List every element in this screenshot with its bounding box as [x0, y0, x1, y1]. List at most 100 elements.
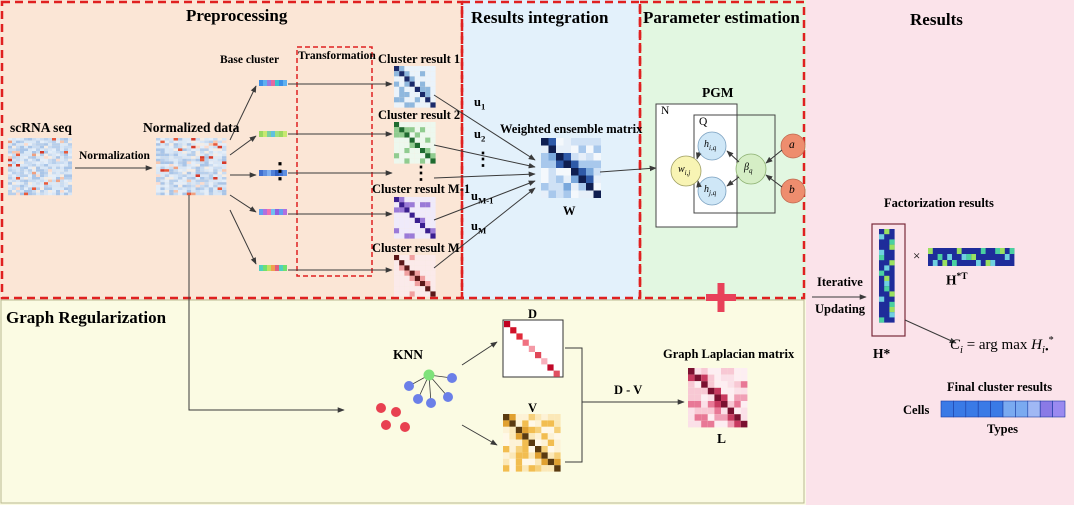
- heatmap-cell: [186, 184, 192, 188]
- matrix-cell: [414, 66, 420, 72]
- preprocessing-panel: [0, 0, 462, 300]
- matrix-cell: [425, 92, 431, 98]
- heatmap-cell: [44, 148, 48, 151]
- heatmap-cell: [68, 174, 72, 177]
- heatmap-cell: [44, 145, 48, 149]
- matrix-cell: [430, 202, 436, 208]
- heatmap-cell: [186, 174, 192, 177]
- heatmap-cell: [160, 190, 165, 193]
- degree-cell: [510, 327, 517, 334]
- heatmap-cell: [44, 177, 48, 180]
- matrix-cell: [399, 270, 405, 276]
- heatmap-cell: [164, 151, 170, 154]
- matrix-cell: [548, 160, 556, 168]
- adjacency-cell: [503, 420, 510, 427]
- section-title-parameter-estimation: Parameter estimation: [643, 8, 800, 27]
- heatmap-cell: [40, 171, 44, 175]
- laplacian-cell: [688, 414, 695, 421]
- h-star-cell: [884, 229, 890, 235]
- heatmap-cell: [28, 156, 32, 159]
- heatmap-cell: [200, 187, 205, 190]
- section-title-preprocessing: Preprocessing: [186, 6, 288, 25]
- heatmap-cell: [217, 182, 222, 185]
- heatmap-cell: [156, 169, 161, 172]
- heatmap-cell: [52, 145, 56, 149]
- heatmap-cell: [213, 148, 218, 151]
- adjacency-cell: [528, 420, 535, 427]
- matrix-cell: [578, 190, 586, 198]
- heatmap-cell: [56, 171, 60, 175]
- adjacency-cell: [522, 458, 529, 466]
- matrix-cell: [399, 127, 405, 133]
- heatmap-cell: [186, 148, 192, 151]
- heatmap-cell: [173, 148, 178, 151]
- heatmap-cell: [8, 184, 12, 188]
- matrix-cell: [399, 92, 405, 98]
- adjacency-cell: [535, 426, 542, 434]
- matrix-cell: [399, 223, 405, 229]
- base-cluster-segment: [279, 131, 283, 137]
- heatmap-cell: [169, 182, 174, 185]
- heatmap-cell: [213, 166, 218, 170]
- heatmap-cell: [169, 156, 174, 159]
- matrix-cell: [409, 127, 415, 133]
- matrix-cell: [399, 212, 405, 218]
- matrix-cell: [414, 223, 420, 229]
- matrix-cell: [593, 145, 601, 153]
- heatmap-cell: [164, 153, 170, 157]
- argmax-formula: Ci = arg max Hi•*: [950, 335, 1054, 356]
- h-star-frame: [871, 223, 906, 337]
- heatmap-cell: [217, 140, 222, 144]
- matrix-cell: [571, 145, 579, 153]
- v-label: V: [528, 401, 538, 415]
- heatmap-cell: [182, 166, 187, 170]
- heatmap-cell: [48, 151, 52, 154]
- heatmap-cell: [8, 161, 12, 164]
- matrix-cell: [563, 160, 571, 168]
- heatmap-cell: [217, 184, 222, 188]
- cell-square: [940, 400, 954, 418]
- heatmap-cell: [52, 156, 56, 159]
- heatmap-cell: [44, 161, 48, 164]
- heatmap-cell: [173, 179, 178, 183]
- matrix-cell: [399, 260, 405, 266]
- matrix-cell: [425, 260, 431, 266]
- heatmap-cell: [182, 161, 187, 164]
- matrix-cell: [425, 71, 431, 77]
- laplacian-cell: [721, 374, 728, 382]
- adjacency-matrix: [503, 414, 561, 472]
- heatmap-cell: [213, 179, 218, 183]
- heatmap-cell: [213, 153, 218, 157]
- heatmap-cell: [200, 169, 205, 172]
- heatmap-cell: [36, 161, 40, 164]
- adjacency-cell: [535, 465, 542, 472]
- heatmap-cell: [204, 148, 209, 151]
- base-cluster-dots: ⋮: [269, 158, 291, 183]
- heatmap-cell: [200, 153, 205, 157]
- matrix-cell: [420, 207, 426, 213]
- matrix-cell: [420, 275, 426, 281]
- node-h-jq: [697, 176, 727, 206]
- matrix-cell: [425, 223, 431, 229]
- heatmap-cell: [28, 153, 32, 157]
- matrix-cell: [404, 97, 410, 103]
- heatmap-cell: [173, 151, 178, 154]
- matrix-cell: [541, 168, 549, 176]
- h-star-t-cell: [995, 248, 1000, 254]
- adjacency-cell: [503, 439, 510, 446]
- matrix-cell: [420, 255, 426, 261]
- matrix-cell: [563, 190, 571, 198]
- heatmap-cell: [173, 171, 178, 175]
- matrix-cell: [414, 122, 420, 128]
- heatmap-cell: [12, 177, 16, 180]
- matrix-cell: [586, 160, 594, 168]
- heatmap-cell: [195, 140, 200, 144]
- adjacency-cell: [528, 458, 535, 466]
- heatmap-cell: [164, 187, 170, 190]
- laplacian-cell: [707, 368, 715, 375]
- matrix-cell: [394, 158, 400, 164]
- heatmap-cell: [64, 166, 68, 170]
- heatmap-cell: [213, 184, 218, 188]
- heatmap-cell: [60, 179, 64, 183]
- heatmap-cell: [32, 174, 36, 177]
